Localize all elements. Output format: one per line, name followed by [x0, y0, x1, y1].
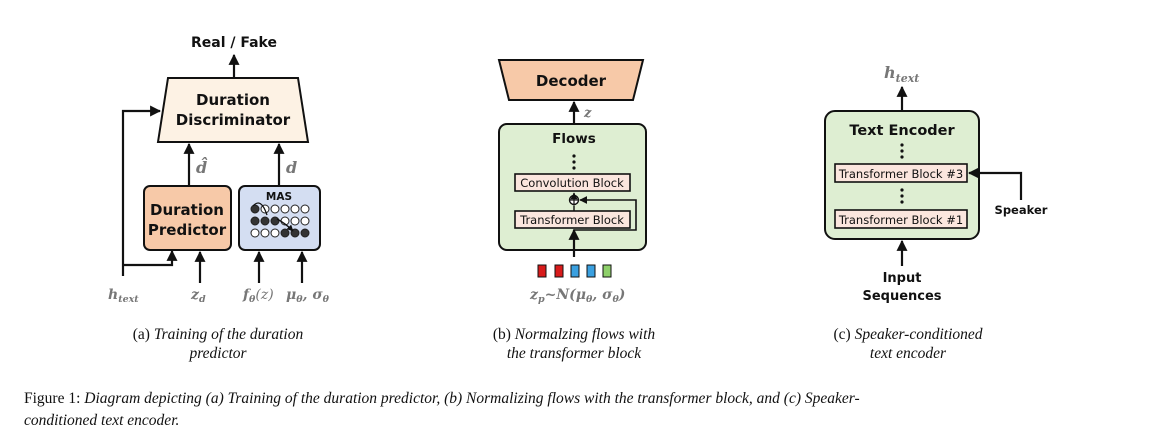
caption-c-line2: text encoder [870, 345, 947, 362]
token-red-2 [554, 264, 564, 278]
mas-aligned-node [280, 228, 290, 238]
caption-a-line1: (a) Training of the duration [133, 326, 304, 343]
panel-b: Decoder z Flows Convolution Block Transf… [493, 59, 656, 362]
duration-predictor-box [143, 185, 232, 251]
encoder-mid-ellipsis [900, 188, 904, 204]
token-green-1 [602, 264, 612, 278]
d-hat-label: d̂ [196, 157, 208, 177]
mas-node [290, 204, 300, 214]
latent-token-sequence [537, 264, 612, 278]
token-red-1 [537, 264, 547, 278]
mas-aligned-node [250, 204, 260, 214]
figure-caption-line1: Figure 1: Diagram depicting (a) Training… [24, 390, 860, 407]
panel-a: Real / Fake Duration Discriminator Durat… [108, 35, 330, 362]
mas-aligned-node [270, 216, 280, 226]
convolution-block [514, 173, 631, 192]
transformer-block-3 [834, 163, 968, 183]
mu-sigma-input-label: μθ, σθ [286, 287, 330, 305]
predictor-label-1: Duration [150, 201, 224, 219]
duration-discriminator-box [156, 77, 310, 143]
text-encoder-label: Text Encoder [849, 123, 955, 139]
discriminator-label-1: Duration [196, 91, 270, 109]
mas-aligned-node [300, 228, 310, 238]
real-fake-label: Real / Fake [191, 35, 277, 51]
f-theta-input-label: fθ(z) [242, 287, 274, 305]
mas-alignment-grid [250, 202, 310, 238]
zp-distribution-label: zp~N(μθ, σθ) [529, 287, 625, 305]
caption-b-line1: (b) Normalzing flows with [493, 326, 656, 343]
d-label: d [286, 158, 297, 177]
input-label-1: Input [883, 271, 922, 286]
transformer-block-1 [834, 209, 968, 229]
decoder-box [497, 59, 645, 101]
token-blue-1 [570, 264, 580, 278]
h-text-output-label: htext [884, 63, 919, 85]
mas-path-arrow [252, 202, 293, 231]
z-label: z [583, 106, 592, 121]
z-d-input-label: zd [190, 287, 206, 305]
discriminator-label-2: Discriminator [176, 111, 291, 129]
input-label-2: Sequences [862, 289, 941, 304]
panel-c: htext Text Encoder Transformer Block #3 … [824, 63, 1048, 362]
token-blue-2 [586, 264, 596, 278]
h-text-loop-arrow [121, 105, 162, 276]
flows-ellipsis [572, 154, 576, 170]
mas-node [280, 204, 290, 214]
mas-node [260, 228, 270, 238]
h-text-input-label: htext [108, 287, 139, 305]
mas-node [270, 204, 280, 214]
mas-label: MAS [266, 191, 292, 203]
flows-label: Flows [552, 131, 596, 147]
speaker-arrow [967, 167, 1023, 200]
convolution-block-label: Convolution Block [520, 176, 624, 190]
mas-node [300, 204, 310, 214]
caption-c-line1: (c) Speaker-conditioned [833, 326, 982, 343]
transformer-block-3-label: Transformer Block #3 [838, 167, 963, 181]
h-text-to-predictor-arrow [123, 249, 178, 267]
transformer-block-1-label: Transformer Block #1 [838, 213, 963, 227]
mas-aligned-node [250, 216, 260, 226]
caption-b-line2: the transformer block [507, 345, 642, 362]
transformer-block-b-label: Transformer Block [519, 213, 624, 227]
mas-node [270, 228, 280, 238]
mas-node [250, 228, 260, 238]
predictor-label-2: Predictor [148, 221, 227, 239]
encoder-top-ellipsis [900, 143, 904, 159]
caption-a-line2: predictor [188, 345, 247, 362]
mas-node [290, 216, 300, 226]
transformer-block-b [514, 210, 631, 229]
decoder-label: Decoder [536, 72, 607, 90]
mas-node [300, 216, 310, 226]
figure-caption: Figure 1: Diagram depicting (a) Training… [24, 390, 860, 429]
mas-aligned-node [260, 216, 270, 226]
speaker-label: Speaker [995, 203, 1048, 217]
figure-caption-line2: conditioned text encoder. [24, 412, 179, 429]
